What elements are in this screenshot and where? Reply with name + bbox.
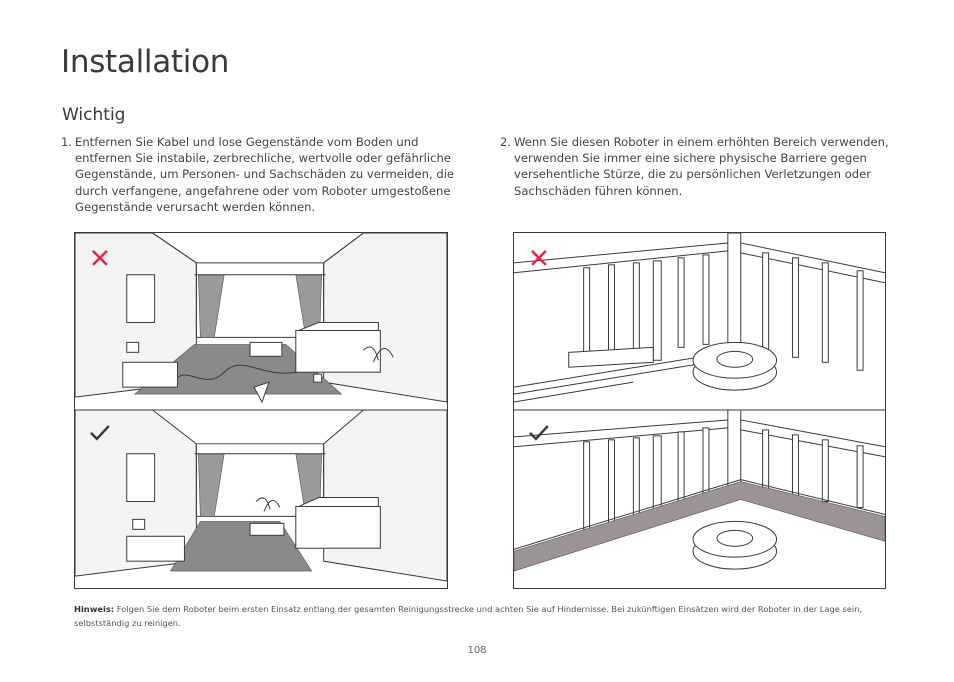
tidy-room-scene: [75, 409, 447, 582]
cross-icon: [531, 250, 547, 266]
page-number: 108: [467, 645, 487, 656]
protected-balcony-scene: [514, 409, 885, 572]
instruction-1: 1. Entfernen Sie Kabel und lose Gegenstä…: [61, 134, 461, 215]
living-room-drawing: [75, 233, 447, 582]
note-text: Folgen Sie dem Roboter beim ersten Einsa…: [74, 604, 863, 628]
cluttered-room-scene: [75, 233, 447, 404]
check-icon: [529, 425, 549, 441]
instruction-number: 2.: [500, 135, 512, 149]
balcony-illustration: [513, 232, 886, 589]
instruction-text: Wenn Sie diesen Roboter in einem erhöhte…: [514, 135, 889, 198]
page-title: Installation: [61, 44, 230, 80]
unprotected-balcony-scene: [514, 233, 885, 403]
check-icon: [90, 425, 110, 441]
note: Hinweis: Folgen Sie dem Roboter beim ers…: [74, 602, 884, 630]
section-heading: Wichtig: [62, 105, 126, 125]
cross-icon: [92, 250, 108, 266]
instruction-text: Entfernen Sie Kabel und lose Gegenstände…: [75, 135, 455, 214]
living-room-illustration: [74, 232, 448, 589]
instruction-2: 2. Wenn Sie diesen Roboter in einem erhö…: [500, 134, 890, 199]
balcony-drawing: [514, 233, 885, 572]
note-label: Hinweis:: [74, 604, 115, 614]
instruction-number: 1.: [61, 135, 73, 149]
